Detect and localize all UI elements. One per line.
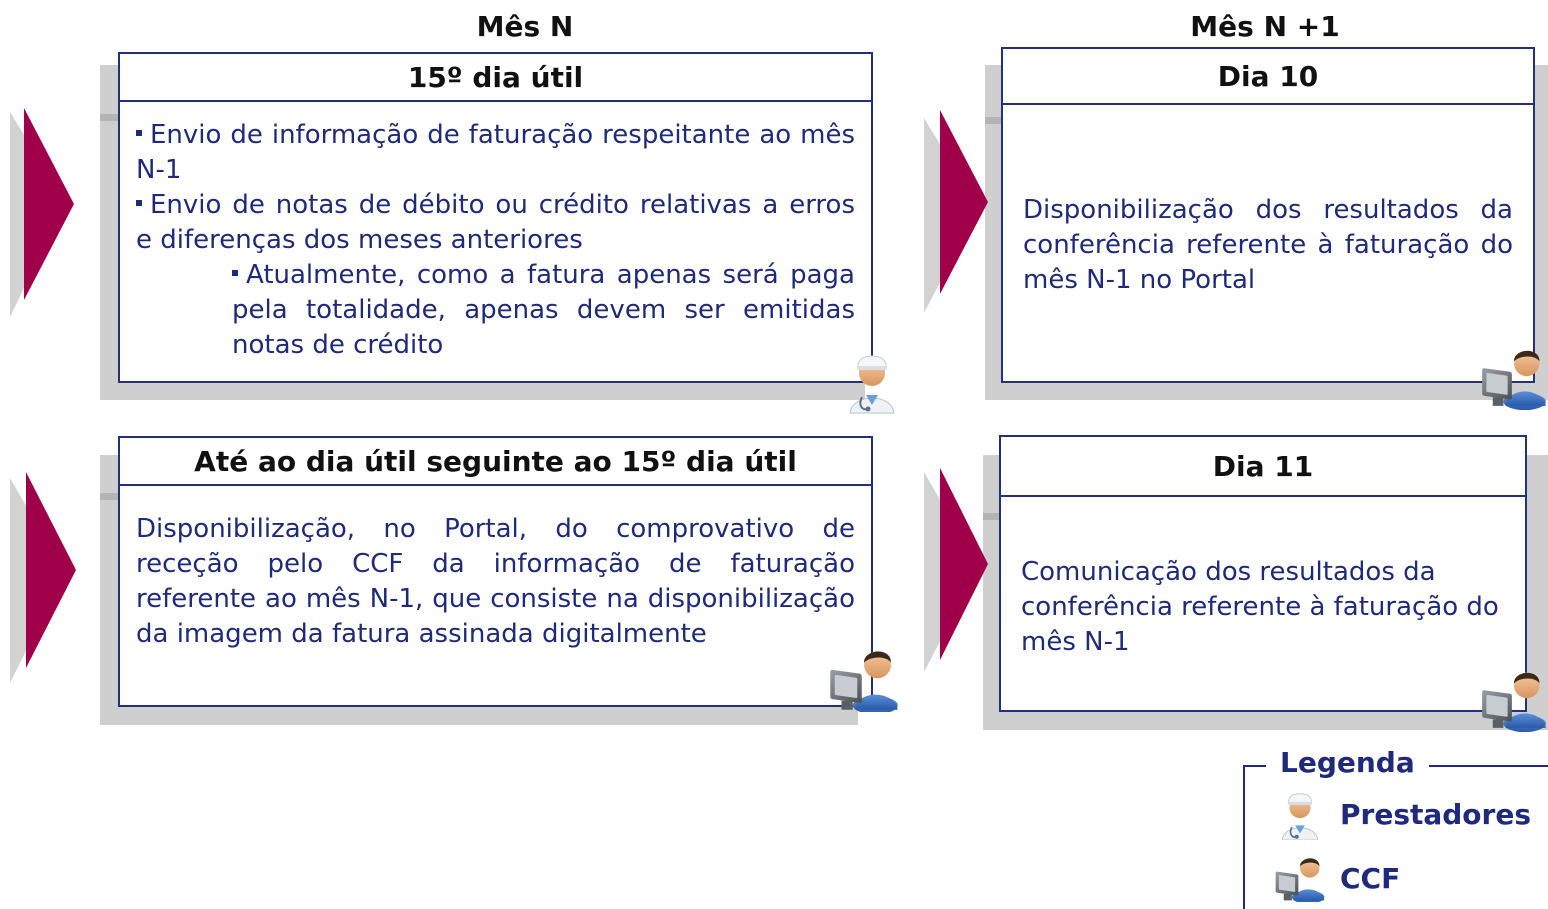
card-title: Até ao dia útil seguinte ao 15º dia útil (120, 438, 871, 486)
bullet-text: Atualmente, como a fatura apenas será pa… (232, 260, 855, 360)
column-title-month-n1: Mês N +1 (1190, 10, 1340, 43)
timeline-arrow (26, 472, 76, 668)
doctor-icon (1274, 788, 1326, 840)
card-body: Envio de informação de faturação respeit… (136, 118, 855, 363)
computer-user-icon (828, 640, 900, 712)
card-title: Dia 10 (1003, 49, 1533, 105)
card-title: 15º dia útil (120, 54, 871, 102)
card-day-11: Dia 11 Comunicação dos resultados da con… (999, 435, 1527, 712)
bullet-icon (232, 269, 238, 276)
card-title: Dia 11 (1001, 437, 1525, 497)
sub-bullet-item: Atualmente, como a fatura apenas será pa… (232, 258, 855, 363)
timeline-arrow (940, 110, 988, 294)
card-next-business-day: Até ao dia útil seguinte ao 15º dia útil… (118, 436, 873, 707)
column-title-month-n: Mês N (476, 10, 574, 43)
doctor-icon (840, 345, 904, 417)
card-15th-business-day: 15º dia útil Envio de informação de fatu… (118, 52, 873, 383)
computer-user-icon (1480, 660, 1548, 732)
bullet-item: Envio de informação de faturação respeit… (136, 118, 855, 188)
legend-item-ccf: CCF (1340, 862, 1401, 895)
bullet-icon (136, 129, 142, 136)
bullet-item: Envio de notas de débito ou crédito rela… (136, 188, 855, 258)
legend-title: Legenda (1266, 746, 1429, 779)
bullet-icon (136, 199, 142, 206)
bullet-text: Envio de notas de débito ou crédito rela… (136, 190, 855, 255)
card-shadow-line (100, 493, 120, 500)
card-shadow-line (983, 513, 1003, 520)
card-body: Disponibilização, no Portal, do comprova… (136, 514, 855, 649)
computer-user-icon (1480, 338, 1548, 410)
card-day-10: Dia 10 Disponibilização dos resultados d… (1001, 47, 1535, 383)
legend-item-prestadores: Prestadores (1340, 798, 1532, 831)
card-body: Comunicação dos resultados da conferênci… (1021, 557, 1499, 657)
bullet-text: Envio de informação de faturação respeit… (136, 120, 855, 185)
timeline-arrow (24, 108, 74, 300)
card-shadow-line (100, 114, 120, 121)
computer-user-icon (1272, 850, 1328, 902)
card-body: Disponibilização dos resultados da confe… (1023, 195, 1513, 295)
timeline-arrow (940, 468, 988, 660)
card-shadow-line (985, 117, 1005, 124)
